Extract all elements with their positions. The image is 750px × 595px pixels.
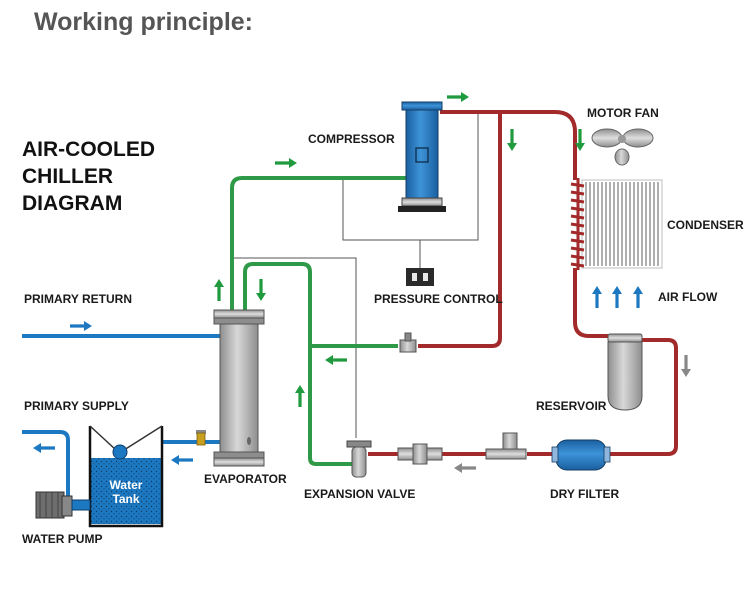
primary-return-label: PRIMARY RETURN [24,292,133,306]
flow-arrow-up [633,286,643,308]
cold-refrigerant-lines [230,176,406,466]
title-line-1: AIR-COOLED [22,138,155,161]
solenoid-valve [485,432,527,460]
compressor-label: COMPRESSOR [308,132,395,146]
condenser [570,178,663,270]
tank-label-line-2: Tank [112,492,140,506]
flow-arrow-left [171,455,193,465]
flow-arrow-right [275,158,297,168]
flow-switch [196,430,206,446]
flow-arrow-down [256,279,266,301]
sight-glass [397,443,443,465]
flow-arrow-left [454,463,476,473]
expansion-valve-label: EXPANSION VALVE [304,487,416,501]
flow-arrow-left [325,355,347,365]
compressor [398,101,446,212]
title-line-2: CHILLER [22,165,113,188]
motor-fan [591,128,654,166]
flow-arrow-down [575,129,585,151]
pressure-control-label: PRESSURE CONTROL [374,292,503,306]
flow-arrow-right [70,321,92,331]
water-pump [35,491,91,519]
flow-arrow-up [295,385,305,407]
primary-supply-label: PRIMARY SUPPLY [24,399,129,413]
water-tank [88,425,164,528]
water-lines [22,334,222,500]
pressure-control [406,268,434,286]
page-heading: Working principle: [34,8,253,36]
control-wires [231,112,479,438]
flow-arrow-right [447,92,469,102]
diagram-title: AIR-COOLED CHILLER DIAGRAM [22,136,155,217]
expansion-valve [346,440,372,478]
title-line-3: DIAGRAM [22,192,123,215]
dry-filter-label: DRY FILTER [550,487,620,501]
flow-arrow-left [33,443,55,453]
flow-arrow-up [592,286,602,308]
water-tank-label: Water Tank [94,478,158,506]
water-pump-label: WATER PUMP [22,532,103,546]
evaporator-label: EVAPORATOR [204,472,287,486]
flow-arrow-up [214,279,224,301]
reservoir [607,333,643,411]
dry-filter [551,439,611,471]
flow-arrow-down [681,355,691,377]
flow-arrow-up [612,286,622,308]
flow-arrows [33,92,691,473]
tank-label-line-1: Water [109,478,143,492]
motor-fan-label: MOTOR FAN [587,106,659,120]
hot-refrigerant-lines [368,110,678,456]
reservoir-label: RESERVOIR [536,399,607,413]
condenser-label: CONDENSER [667,218,744,232]
evaporator [213,309,265,467]
air-flow-label: AIR FLOW [658,290,718,304]
service-valve [399,332,417,353]
flow-arrow-down [507,129,517,151]
